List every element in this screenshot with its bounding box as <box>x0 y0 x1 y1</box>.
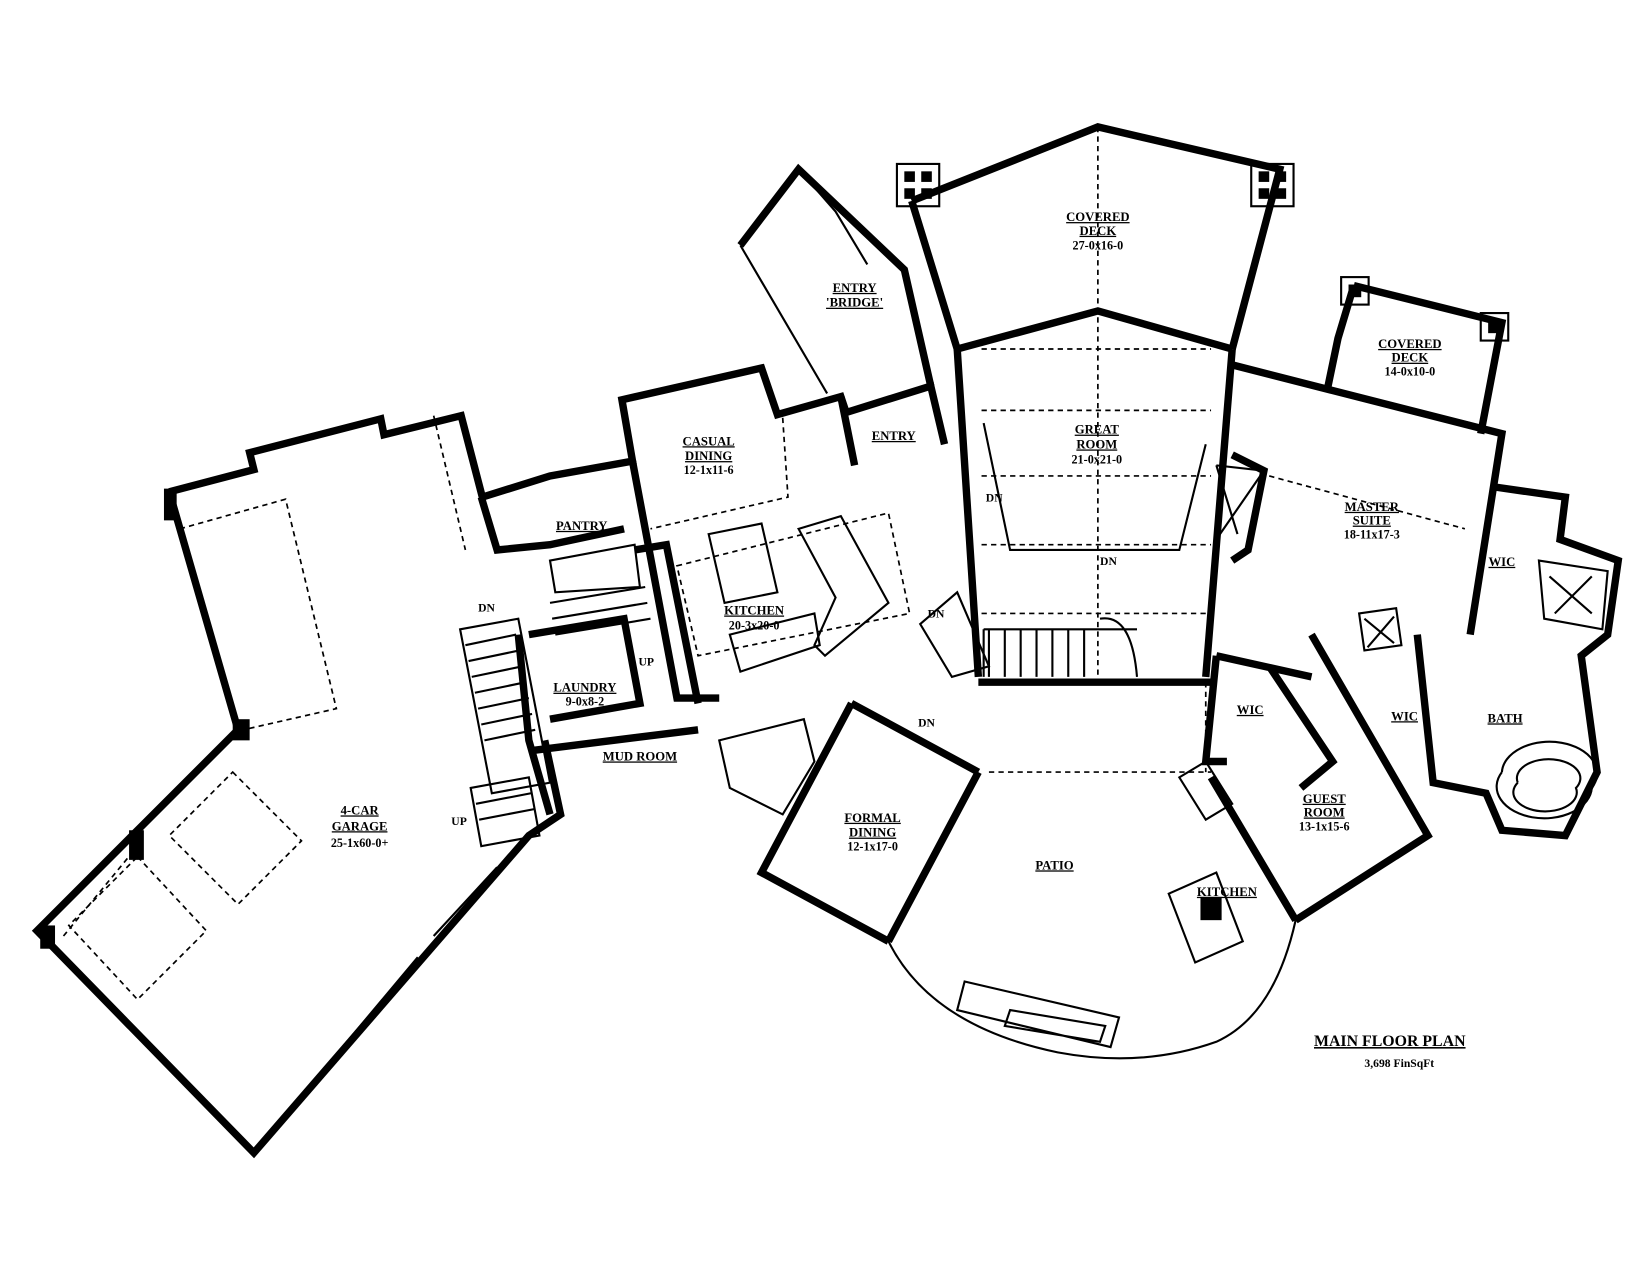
svg-text:9-0x8-2: 9-0x8-2 <box>566 694 605 708</box>
svg-text:DECK: DECK <box>1080 224 1117 238</box>
room-label-bath: BATH <box>1488 711 1523 725</box>
room-label-patio: PATIO <box>1035 858 1073 872</box>
svg-text:COVERED: COVERED <box>1378 337 1441 351</box>
stair-label-dn: DN <box>1100 555 1117 568</box>
room-label-guest-wic: WIC <box>1237 703 1264 717</box>
svg-text:ROOM: ROOM <box>1304 806 1345 820</box>
room-label-great-room: GREAT ROOM 21-0x21-0 <box>1071 423 1122 467</box>
svg-text:13-1x15-6: 13-1x15-6 <box>1299 819 1350 833</box>
room-label-formal-dining: FORMAL DINING 12-1x17-0 <box>844 811 900 854</box>
svg-text:DINING: DINING <box>685 449 732 463</box>
svg-text:ROOM: ROOM <box>1076 437 1117 451</box>
room-label-master-wic: WIC <box>1488 555 1515 569</box>
plan-area: 3,698 FinSqFt <box>1364 1057 1434 1070</box>
room-label-master-covered-deck: COVERED DECK 14-0x10-0 <box>1378 337 1441 378</box>
stair-label-dn: DN <box>918 717 935 730</box>
room-label-casual-dining: CASUAL DINING 12-1x11-6 <box>683 434 735 477</box>
svg-text:ENTRY: ENTRY <box>833 281 877 295</box>
deck-posts <box>895 162 1510 342</box>
stair-label-dn: DN <box>478 601 495 614</box>
room-label-covered-deck: COVERED DECK 27-0x16-0 <box>1066 210 1129 253</box>
room-label-kitchen: KITCHEN 20-3x20-0 <box>724 603 784 632</box>
svg-text:20-3x20-0: 20-3x20-0 <box>729 618 780 632</box>
stair-label-dn: DN <box>928 608 945 621</box>
svg-text:GARAGE: GARAGE <box>332 819 388 833</box>
svg-text:12-1x11-6: 12-1x11-6 <box>684 463 734 477</box>
room-label-laundry: LAUNDRY 9-0x8-2 <box>553 681 616 709</box>
svg-text:18-11x17-3: 18-11x17-3 <box>1344 527 1400 541</box>
garage-walls <box>31 363 850 1159</box>
svg-text:LAUNDRY: LAUNDRY <box>553 681 616 695</box>
plan-title: MAIN FLOOR PLAN <box>1314 1033 1466 1050</box>
stair-label-dn: DN <box>986 491 1003 504</box>
master-wing-walls <box>1201 281 1623 924</box>
room-label-entry: ENTRY <box>872 429 916 443</box>
stair-label-up: UP <box>639 655 655 668</box>
svg-text:SUITE: SUITE <box>1353 514 1391 528</box>
room-label-outdoor-kitchen: KITCHEN <box>1197 885 1257 899</box>
room-label-garage: 4-CAR GARAGE 25-1x60-0+ <box>331 803 389 850</box>
svg-text:4-CAR: 4-CAR <box>341 803 380 817</box>
svg-text:CASUAL: CASUAL <box>683 434 735 448</box>
svg-text:FORMAL: FORMAL <box>844 811 900 825</box>
room-label-wic: WIC <box>1391 709 1418 723</box>
svg-text:27-0x16-0: 27-0x16-0 <box>1073 239 1124 253</box>
svg-text:DINING: DINING <box>849 826 896 840</box>
svg-text:25-1x60-0+: 25-1x60-0+ <box>331 836 389 850</box>
svg-text:KITCHEN: KITCHEN <box>724 603 784 617</box>
room-label-master-suite: MASTER SUITE 18-11x17-3 <box>1344 500 1400 541</box>
svg-text:GREAT: GREAT <box>1075 423 1120 437</box>
svg-text:12-1x17-0: 12-1x17-0 <box>847 839 898 853</box>
svg-text:21-0x21-0: 21-0x21-0 <box>1071 452 1122 466</box>
svg-text:COVERED: COVERED <box>1066 210 1129 224</box>
room-label-entry-bridge: ENTRY 'BRIDGE' <box>826 281 883 310</box>
svg-text:DECK: DECK <box>1392 351 1429 365</box>
svg-text:14-0x10-0: 14-0x10-0 <box>1385 364 1436 378</box>
svg-text:GUEST: GUEST <box>1303 792 1347 806</box>
plan-title-block: MAIN FLOOR PLAN 3,698 FinSqFt <box>1314 1033 1466 1070</box>
room-label-mud-room: MUD ROOM <box>603 749 677 763</box>
stair-label-up: UP <box>451 815 466 828</box>
room-label-guest-room: GUEST ROOM 13-1x15-6 <box>1299 792 1350 833</box>
room-label-pantry: PANTRY <box>556 519 607 533</box>
svg-text:'BRIDGE': 'BRIDGE' <box>826 296 883 310</box>
house-walls <box>458 123 1299 1060</box>
svg-text:MASTER: MASTER <box>1345 500 1400 514</box>
